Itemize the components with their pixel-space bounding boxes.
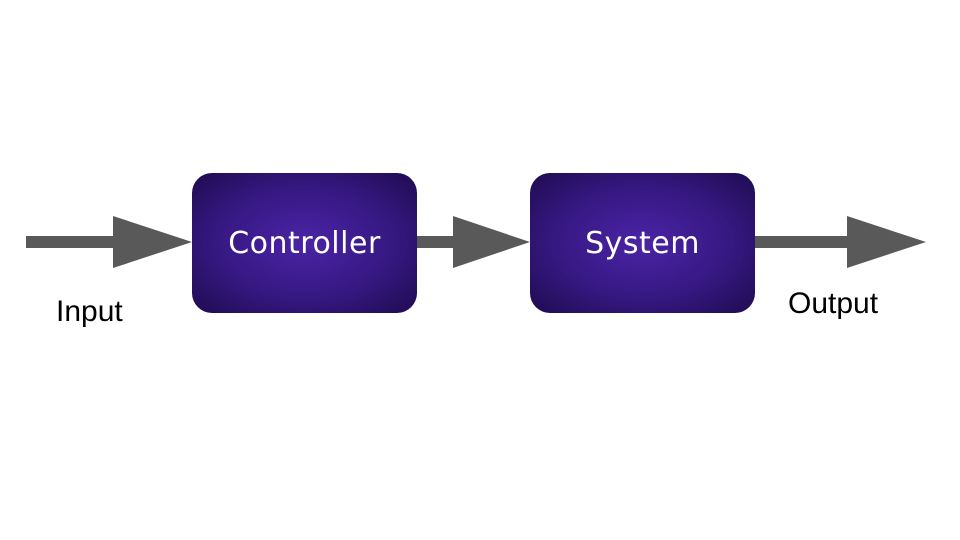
system-block: System [530, 173, 755, 313]
arrow-input-to-controller [26, 216, 192, 268]
output-label: Output [788, 287, 879, 320]
arrow-head [113, 216, 192, 268]
controller-block: Controller [192, 173, 417, 313]
arrow-system-to-output [753, 216, 926, 268]
controller-label: Controller [228, 225, 381, 261]
arrow-head [847, 216, 926, 268]
arrow-head [453, 216, 530, 268]
arrow-controller-to-system [415, 216, 530, 268]
system-label: System [585, 225, 700, 261]
input-label: Input [56, 295, 123, 328]
